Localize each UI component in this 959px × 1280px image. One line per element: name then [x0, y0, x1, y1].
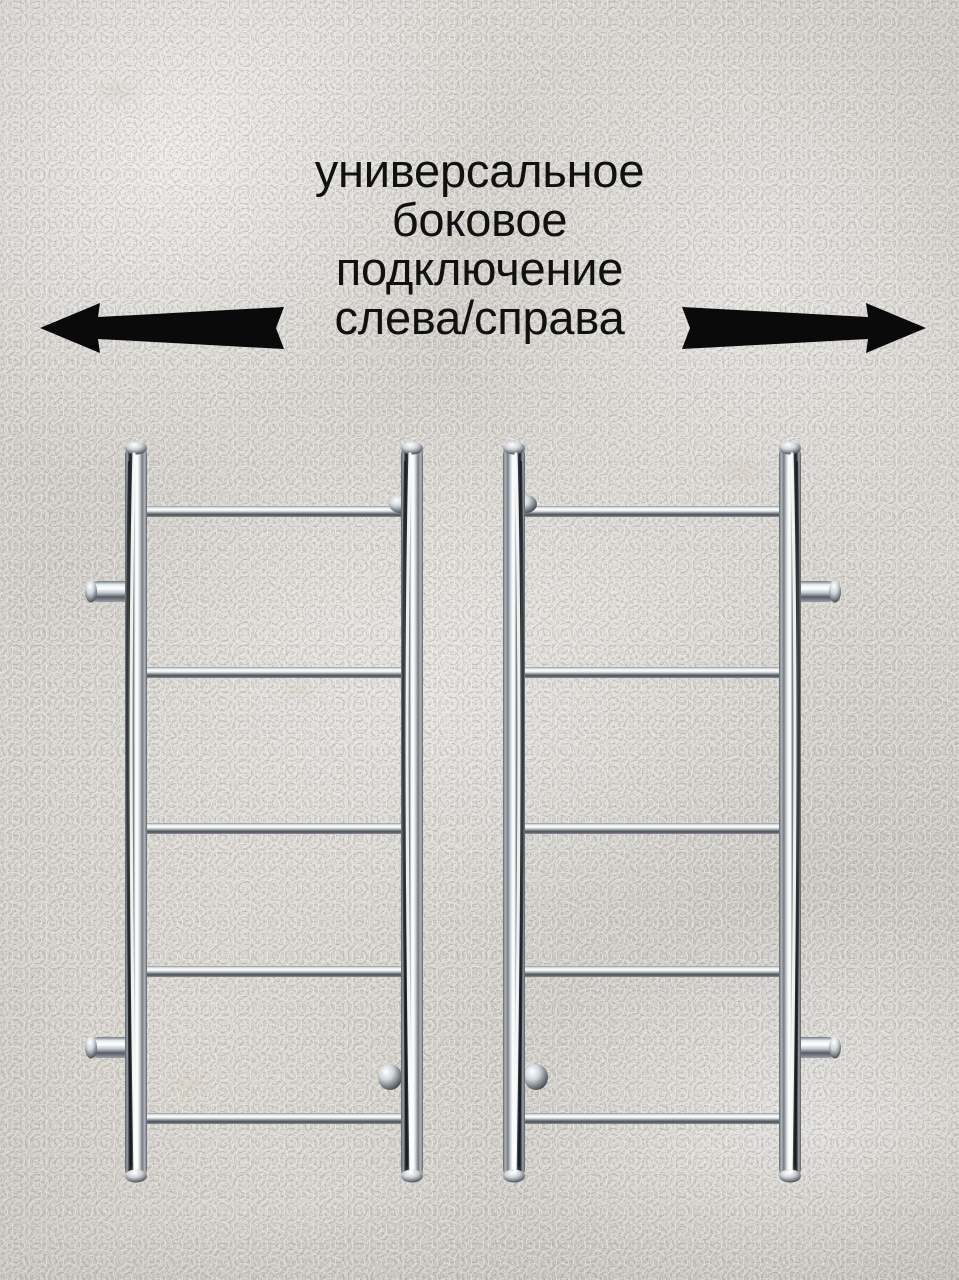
- vertical-rail-right: [779, 441, 801, 1183]
- crossbars: [134, 506, 410, 1124]
- plug-cap-bottom: [524, 1064, 548, 1090]
- plug-cap-bottom: [378, 1064, 402, 1090]
- product-shadow: [130, 460, 422, 1176]
- right-arrow-icon: [678, 297, 928, 357]
- headline-text: универсальное боковое подключение слева/…: [0, 146, 959, 342]
- vertical-rail-left: [503, 441, 525, 1183]
- product-shadow: [504, 460, 796, 1176]
- headline-line-3: подключение: [335, 242, 624, 295]
- left-arrow-icon: [38, 297, 288, 357]
- headline-line-2: боковое: [391, 193, 568, 246]
- crossbars: [516, 506, 792, 1124]
- vertical-rail-left: [125, 441, 147, 1183]
- towel-rail-right-connection[interactable]: [498, 440, 848, 1188]
- towel-rail-left-connection[interactable]: [78, 440, 428, 1188]
- headline-line-1: универсальное: [314, 144, 645, 197]
- vertical-rail-right: [401, 441, 423, 1183]
- headline-line-4: слева/справа: [334, 291, 625, 344]
